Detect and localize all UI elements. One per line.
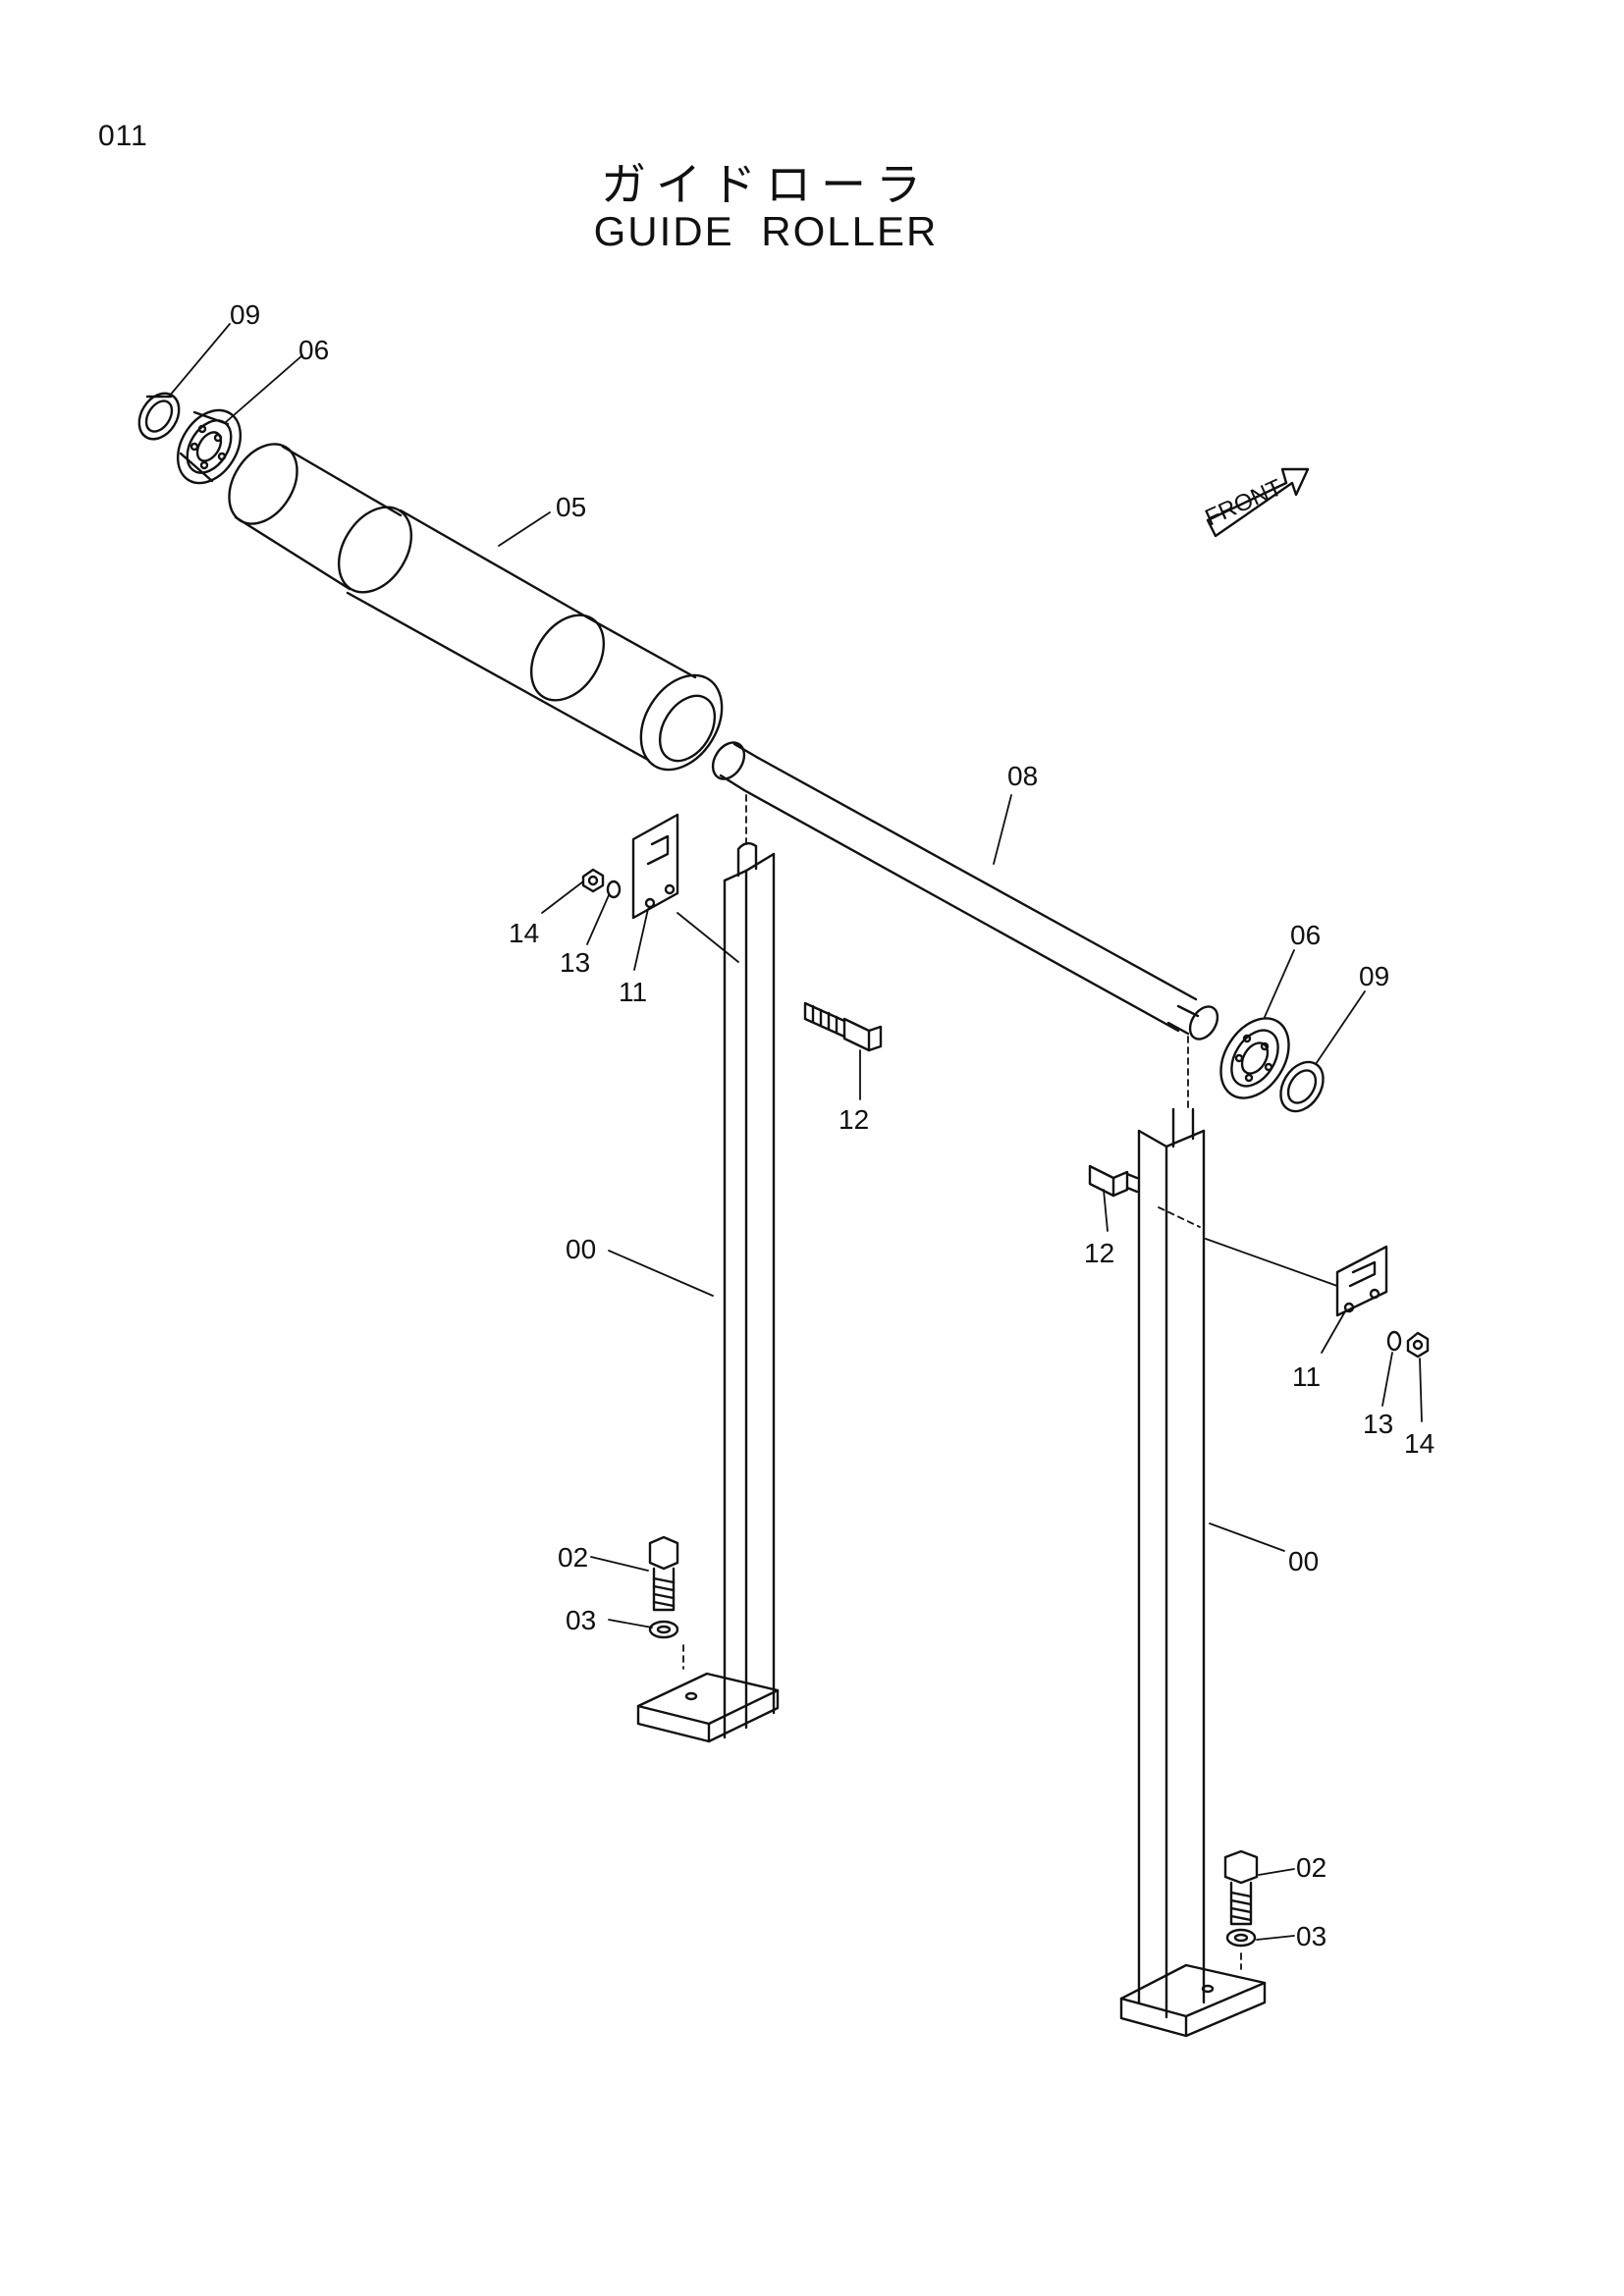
nut-14-left <box>581 868 605 893</box>
callout-13-right: 13 <box>1363 1409 1393 1439</box>
bolt-02-left <box>648 1535 679 1612</box>
page-number: 011 <box>98 120 148 152</box>
washer-03-right <box>1225 1928 1257 1948</box>
bracket-11-right <box>1335 1245 1388 1317</box>
callout-12-left: 12 <box>839 1104 869 1135</box>
washer-13-left <box>606 880 622 899</box>
bracket-11-left <box>631 813 679 920</box>
bolt-12-right <box>1088 1164 1139 1198</box>
callout-06-left: 06 <box>298 335 329 365</box>
washer-03-left <box>648 1620 679 1639</box>
callout-03-left: 03 <box>566 1605 596 1635</box>
callout-12-right: 12 <box>1084 1238 1114 1268</box>
callout-00-left: 00 <box>566 1234 596 1264</box>
callout-14-left: 14 <box>509 918 539 948</box>
callout-02-left: 02 <box>558 1542 588 1573</box>
shaft-08 <box>711 741 1219 1041</box>
support-post-00-right <box>1119 1107 1267 2038</box>
callout-11-right: 11 <box>1292 1362 1321 1392</box>
seal-09-right <box>1279 1060 1325 1113</box>
support-post-00-left <box>636 841 780 1743</box>
bolt-02-right <box>1223 1849 1259 1926</box>
callout-02-right: 02 <box>1296 1852 1326 1883</box>
front-direction-arrow: FRONT <box>1201 467 1310 538</box>
callout-08: 08 <box>1007 761 1038 791</box>
callout-00-right: 00 <box>1288 1546 1319 1576</box>
leader-lines <box>168 323 1423 1970</box>
callout-06-right: 06 <box>1290 920 1321 950</box>
bearing-06-right <box>1219 1017 1290 1099</box>
title-english: GUIDE ROLLER <box>593 208 939 254</box>
callout-05: 05 <box>556 492 586 522</box>
bearing-06-left <box>176 408 243 485</box>
bolt-12-left <box>803 1001 883 1052</box>
callout-14-right: 14 <box>1404 1428 1435 1459</box>
callout-13-left: 13 <box>560 947 590 978</box>
washer-13-right <box>1386 1330 1402 1352</box>
front-label: FRONT <box>1201 474 1286 531</box>
roller-tube-05 <box>228 443 724 772</box>
callout-09-left: 09 <box>230 299 260 330</box>
callout-03-right: 03 <box>1296 1921 1326 1951</box>
title-japanese: ガイドローラ <box>601 158 931 211</box>
callout-11-left: 11 <box>619 977 647 1007</box>
seal-09-left <box>137 392 181 441</box>
nut-14-right <box>1406 1331 1430 1359</box>
callout-labels: 09 06 05 08 06 09 14 13 11 12 00 12 11 1… <box>230 299 1435 1951</box>
callout-09-right: 09 <box>1359 961 1389 991</box>
